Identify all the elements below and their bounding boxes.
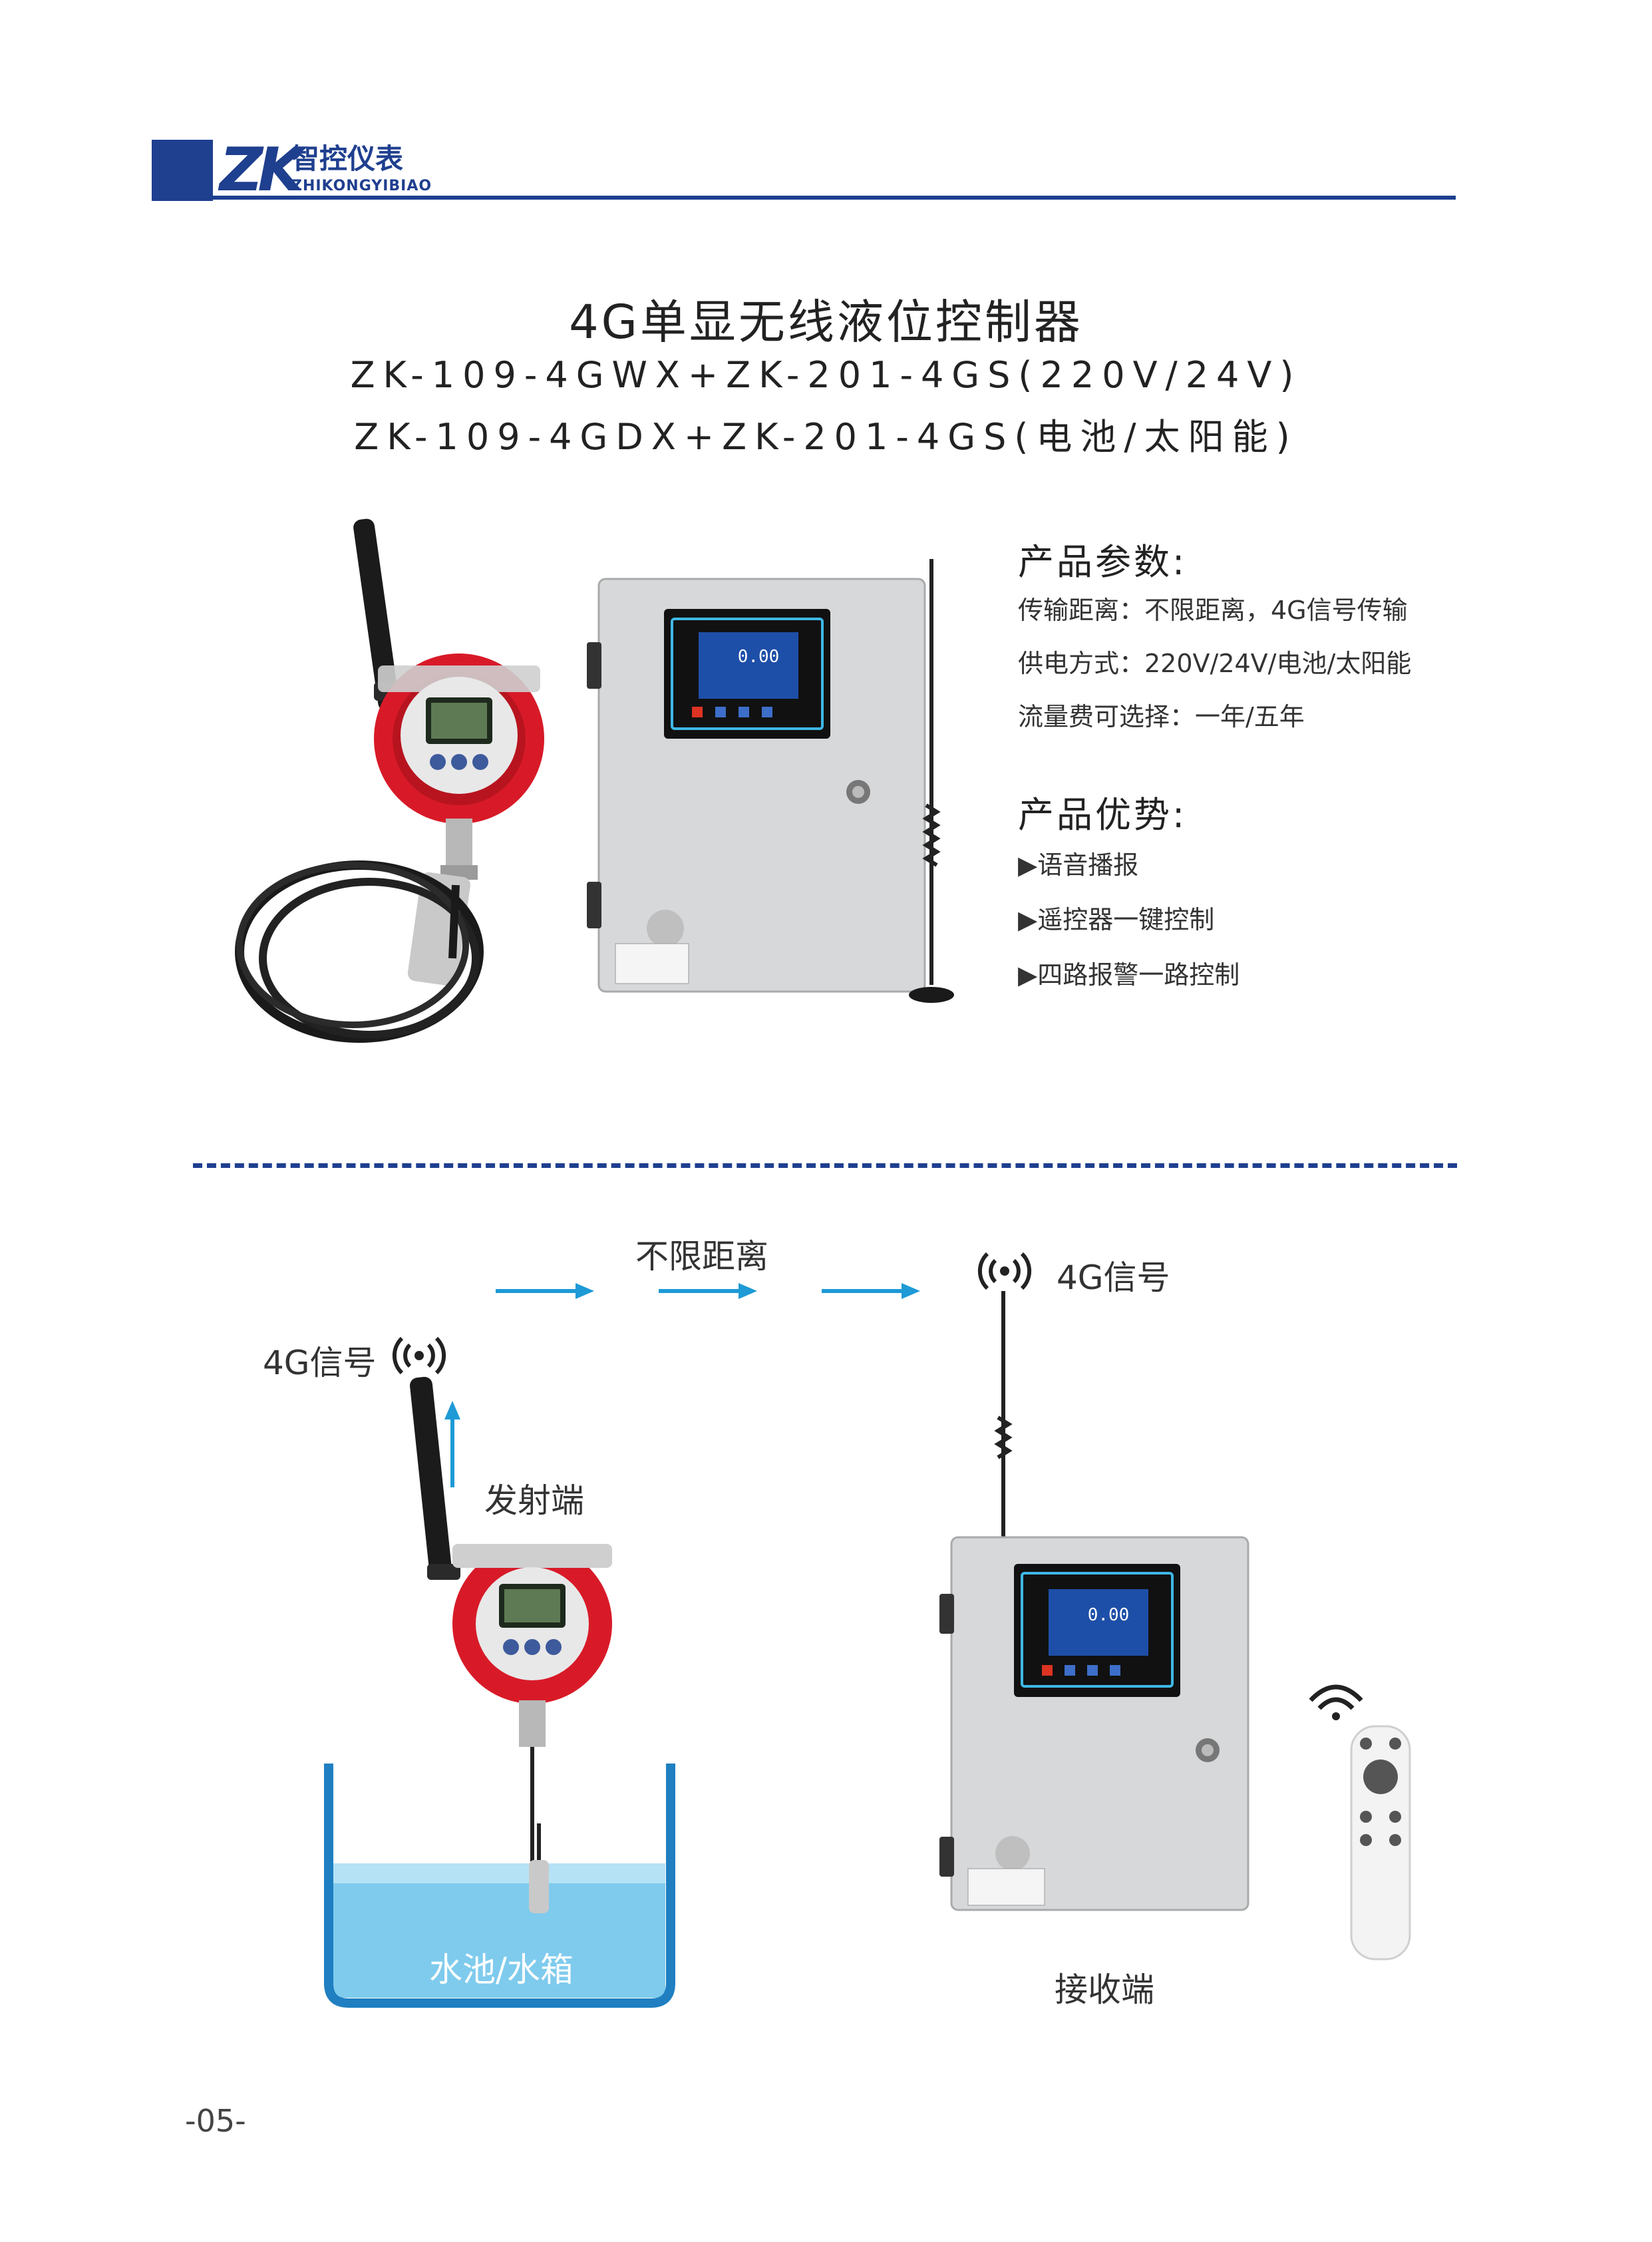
- arrow-right-icon: [659, 1283, 757, 1299]
- probe-in-water: [529, 1823, 549, 1913]
- section-divider: [193, 1163, 1457, 1168]
- params-heading: 产品参数:: [1018, 541, 1188, 583]
- advantage-alarm: ▶四路报警一路控制: [1018, 960, 1240, 990]
- model-line-2: ZK-109-4GDX+ZK-201-4GS(电池/太阳能): [354, 416, 1298, 458]
- model-line-1: ZK-109-4GWX+ZK-201-4GS(220V/24V): [350, 354, 1302, 396]
- signal-label-receiver: 4G信号: [1057, 1258, 1170, 1297]
- receiver-label: 接收端: [1055, 1970, 1154, 2009]
- brand-logo: ZK: [220, 135, 304, 205]
- wifi-signal-icon: [1309, 1684, 1363, 1720]
- receiver-cabinet-image: 0.00: [587, 578, 926, 993]
- param-fee: 流量费可选择：一年/五年: [1018, 702, 1305, 731]
- brand-name-en: ZHIKONGYIBIAO: [291, 178, 432, 194]
- distance-label: 不限距离: [635, 1237, 768, 1276]
- tank-label: 水池/水箱: [429, 1951, 574, 1989]
- param-distance: 传输距离：不限距离，4G信号传输: [1018, 596, 1408, 625]
- advantage-voice: ▶语音播报: [1018, 850, 1139, 880]
- receiver-device-image: 0.00: [939, 1536, 1249, 1911]
- page-number: -05-: [185, 2103, 246, 2139]
- brand-name-cn: 智控仪表: [291, 142, 404, 175]
- arrow-right-icon: [822, 1283, 920, 1299]
- receiver-antenna-image: [994, 1291, 1013, 1537]
- logo-bar: [152, 140, 213, 201]
- arrow-up-icon: [444, 1401, 460, 1487]
- advantages-heading: 产品优势:: [1018, 794, 1188, 836]
- signal-label-transmitter: 4G信号: [263, 1344, 377, 1382]
- advantage-remote: ▶遥控器一键控制: [1018, 905, 1215, 934]
- transmitter-label: 发射端: [484, 1481, 584, 1520]
- page-title: 4G单显无线液位控制器: [569, 295, 1083, 349]
- remote-control-image: [1350, 1725, 1411, 1961]
- transmitter-device-image: [410, 1376, 612, 1913]
- transmitter-product-image: [235, 518, 544, 1043]
- arrow-right-icon: [496, 1283, 594, 1299]
- param-power: 供电方式：220V/24V/电池/太阳能: [1018, 649, 1412, 678]
- header-rule: [152, 196, 1456, 200]
- signal-icon: [392, 1336, 446, 1375]
- antenna-image: [909, 559, 954, 1003]
- water-tank-image: [324, 1764, 675, 2008]
- receiver-display-value: 0.00: [1088, 1605, 1130, 1625]
- cabinet-display-value: 0.00: [738, 647, 780, 667]
- signal-icon: [977, 1252, 1032, 1290]
